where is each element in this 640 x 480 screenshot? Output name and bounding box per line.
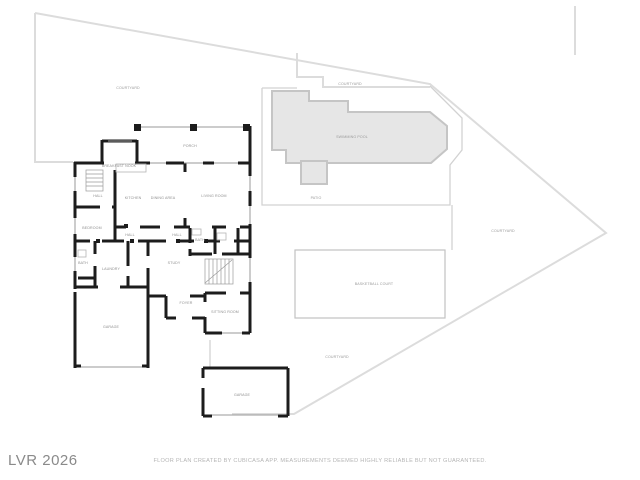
label-bedroom: BEDROOM: [82, 226, 101, 230]
label-garage-detached: GARAGE: [234, 393, 251, 397]
label-courtyard-north: COURTYARD: [338, 82, 362, 86]
stairs-upper: [85, 169, 104, 192]
toilet: [216, 232, 227, 241]
pool-polygon: [271, 90, 448, 164]
wall-sitting-room: [203, 291, 252, 335]
watermark-text: LVR 2026: [8, 452, 78, 469]
label-hall-east: HALL: [172, 233, 181, 237]
label-swimming-pool: SWIMMING POOL: [336, 135, 368, 139]
label-breakfast-nook: BREAKFAST NOOK: [102, 164, 137, 168]
stairs-lower: [204, 258, 234, 285]
house-walls: [73, 126, 290, 418]
door-marker: [124, 224, 128, 228]
label-dining-area: DINING AREA: [151, 196, 176, 200]
fixtures: [77, 163, 227, 258]
wall-bath-laundry: [78, 241, 130, 287]
boundary-courtyard-step-line: [296, 53, 430, 88]
label-courtyard-south: COURTYARD: [325, 355, 349, 359]
door-marker: [176, 239, 180, 243]
footer-disclaimer: FLOOR PLAN CREATED BY CUBICASA APP. MEAS…: [153, 458, 487, 464]
label-laundry: LAUNDRY: [102, 267, 120, 271]
door-marker: [130, 239, 134, 243]
label-porch: PORCH: [183, 144, 197, 148]
label-foyer: FOYER: [180, 301, 193, 305]
wall-garage-detached: [201, 366, 290, 418]
patio-edge-line: [261, 85, 463, 206]
basketball-court-outline: [294, 249, 446, 319]
label-courtyard-east: COURTYARD: [491, 229, 515, 233]
window-north: [108, 140, 238, 164]
porch-column: [243, 124, 250, 131]
label-patio: PATIO: [311, 196, 322, 200]
label-sitting-room: SITTING ROOM: [211, 310, 239, 314]
bath-sink: [77, 249, 87, 258]
wall-breakfast-nook: [100, 139, 139, 163]
label-hall-west: HALL: [125, 233, 134, 237]
wall-bath-hall: [188, 228, 252, 293]
porch-structure: [134, 124, 250, 131]
spa-shape: [300, 160, 328, 185]
label-study: STUDY: [168, 261, 181, 265]
room-labels: COURTYARD PORCH BREAKFAST NOOK HALL KITC…: [78, 82, 515, 397]
boundary-west-line: [34, 13, 73, 163]
label-living-room: LIVING ROOM: [201, 194, 226, 198]
porch-column: [134, 124, 141, 131]
patio-outline: [209, 85, 463, 368]
bath-sink: [191, 228, 202, 236]
porch-column: [190, 124, 197, 131]
label-bath-west: BATH: [78, 261, 88, 265]
door-marker: [204, 239, 208, 243]
door-markers: [96, 224, 208, 243]
stairs: [85, 169, 234, 285]
wall-foyer: [148, 294, 205, 320]
wall-garage-attached: [73, 287, 150, 368]
property-boundary: [34, 6, 608, 415]
label-kitchen: KITCHEN: [125, 196, 142, 200]
boundary-outer-line: [34, 12, 608, 415]
label-courtyard-northwest: COURTYARD: [116, 86, 140, 90]
label-bath-hall: BATH: [195, 238, 205, 242]
door-marker: [96, 239, 100, 243]
label-garage-attached: GARAGE: [103, 325, 120, 329]
kitchen-counter: [115, 163, 147, 173]
label-hall-upper: HALL: [93, 194, 102, 198]
swimming-pool-shape: [271, 90, 448, 185]
label-basketball-court: BASKETBALL COURT: [355, 282, 394, 286]
windows: [74, 140, 278, 416]
